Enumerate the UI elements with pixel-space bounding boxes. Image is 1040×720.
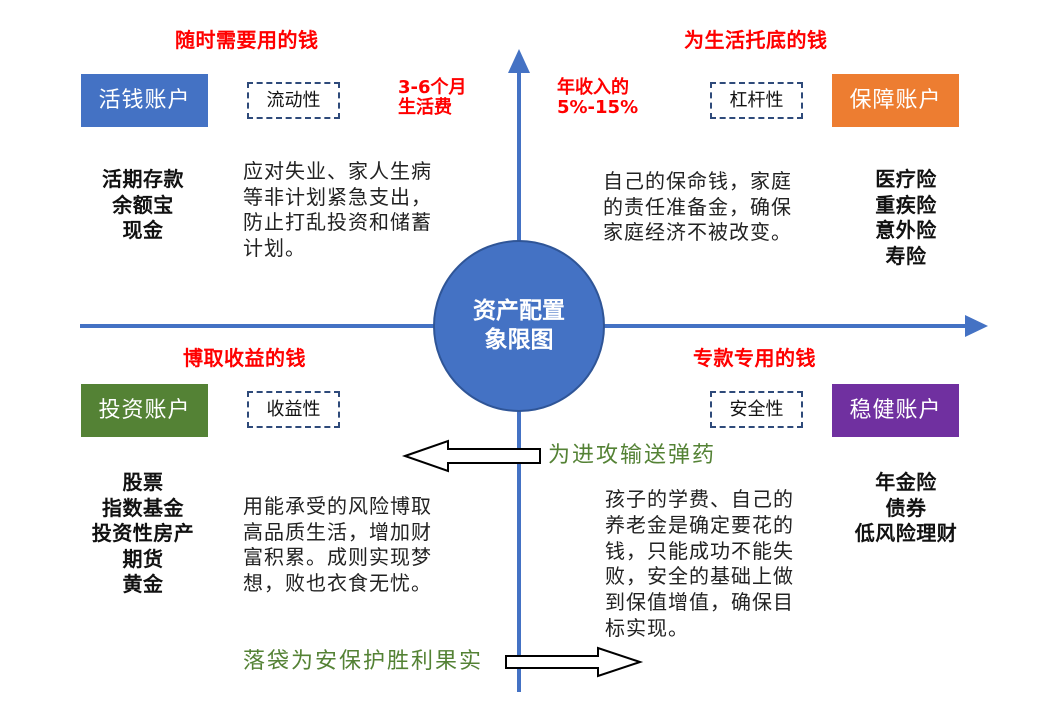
description-line: 养老金是确定要花的 bbox=[605, 512, 794, 537]
account-box-bottom-left: 投资账户 bbox=[81, 384, 208, 437]
note-line: 生活费 bbox=[398, 97, 452, 118]
product-item: 股票 bbox=[122, 470, 164, 494]
note-top-left: 3-6个月 生活费 bbox=[398, 78, 467, 118]
quadrant-title-bottom-left: 博取收益的钱 bbox=[183, 346, 306, 370]
product-item: 寿险 bbox=[885, 243, 927, 268]
left-arrow-icon bbox=[401, 439, 541, 473]
description-line: 家庭经济不被改变。 bbox=[603, 220, 792, 244]
description-bottom-left: 用能承受的风险博取 高品质生活，增加财 富积累。成则实现梦 想，败也衣食无忧。 bbox=[243, 494, 432, 596]
product-item: 余额宝 bbox=[112, 192, 174, 217]
description-line: 应对失业、家人生病 bbox=[243, 159, 432, 183]
trait-box-top-right: 杠杆性 bbox=[710, 82, 803, 119]
description-line: 自己的保命钱，家庭 bbox=[603, 169, 792, 193]
center-title-line: 资产配置 bbox=[473, 298, 565, 324]
product-item: 黄金 bbox=[122, 572, 164, 596]
right-arrow-icon bbox=[505, 646, 644, 678]
description-line: 钱，只能成功不能失 bbox=[605, 538, 794, 563]
description-line: 败，安全的基础上做 bbox=[605, 564, 794, 589]
center-circle: 资产配置 象限图 bbox=[433, 240, 605, 412]
product-item: 年金险 bbox=[875, 470, 937, 494]
note-line: 3-6个月 bbox=[398, 77, 467, 98]
trait-box-bottom-left: 收益性 bbox=[247, 391, 340, 428]
product-list-top-left: 活期存款 余额宝 现金 bbox=[43, 167, 243, 244]
description-line: 等非计划紧急支出， bbox=[243, 184, 432, 209]
description-line: 想，败也衣食无忧。 bbox=[243, 570, 432, 595]
product-item: 现金 bbox=[122, 218, 164, 242]
account-box-bottom-right: 稳健账户 bbox=[832, 384, 959, 437]
account-box-top-left: 活钱账户 bbox=[81, 74, 208, 127]
quadrant-title-top-left: 随时需要用的钱 bbox=[175, 28, 319, 52]
quadrant-title-bottom-right: 专款专用的钱 bbox=[693, 346, 816, 370]
note-line: 5%-15% bbox=[557, 97, 639, 118]
product-item: 活期存款 bbox=[102, 167, 184, 191]
product-item: 重疾险 bbox=[875, 192, 937, 217]
center-title-line: 象限图 bbox=[484, 327, 554, 353]
product-item: 投资性房产 bbox=[91, 521, 195, 545]
description-line: 用能承受的风险博取 bbox=[243, 494, 432, 518]
description-line: 的责任准备金，确保 bbox=[603, 194, 792, 219]
product-item: 医疗险 bbox=[875, 167, 937, 191]
vertical-axis-arrowhead bbox=[508, 49, 530, 73]
product-list-bottom-right: 年金险 债券 低风险理财 bbox=[806, 470, 1006, 547]
description-top-left: 应对失业、家人生病 等非计划紧急支出， 防止打乱投资和储蓄 计划。 bbox=[243, 159, 432, 261]
description-line: 富积累。成则实现梦 bbox=[243, 545, 432, 569]
description-line: 高品质生活，增加财 bbox=[243, 519, 432, 544]
description-bottom-right: 孩子的学费、自己的 养老金是确定要花的 钱，只能成功不能失 败，安全的基础上做 … bbox=[605, 487, 794, 642]
product-item: 债券 bbox=[885, 495, 927, 520]
description-line: 孩子的学费、自己的 bbox=[605, 487, 794, 511]
product-item: 指数基金 bbox=[102, 495, 184, 520]
product-list-top-right: 医疗险 重疾险 意外险 寿险 bbox=[806, 167, 1006, 269]
quadrant-title-top-right: 为生活托底的钱 bbox=[684, 28, 828, 52]
description-line: 标实现。 bbox=[605, 615, 689, 640]
account-box-top-right: 保障账户 bbox=[832, 74, 959, 127]
product-item: 低风险理财 bbox=[854, 521, 958, 545]
description-line: 计划。 bbox=[243, 235, 306, 260]
trait-box-bottom-right: 安全性 bbox=[710, 391, 803, 428]
description-line: 到保值增值，确保目 bbox=[605, 590, 794, 615]
product-item: 意外险 bbox=[875, 218, 937, 242]
arrow-label-left: 为进攻输送弹药 bbox=[548, 443, 717, 468]
note-line: 年收入的 bbox=[557, 77, 629, 98]
description-line: 防止打乱投资和储蓄 bbox=[243, 210, 432, 234]
product-list-bottom-left: 股票 指数基金 投资性房产 期货 黄金 bbox=[43, 470, 243, 598]
arrow-label-right: 落袋为安保护胜利果实 bbox=[243, 649, 484, 674]
trait-box-top-left: 流动性 bbox=[247, 82, 340, 119]
note-top-right: 年收入的 5%-15% bbox=[557, 78, 638, 118]
description-top-right: 自己的保命钱，家庭 的责任准备金，确保 家庭经济不被改变。 bbox=[603, 169, 792, 246]
horizontal-axis-arrowhead bbox=[965, 315, 988, 337]
product-item: 期货 bbox=[122, 546, 164, 571]
